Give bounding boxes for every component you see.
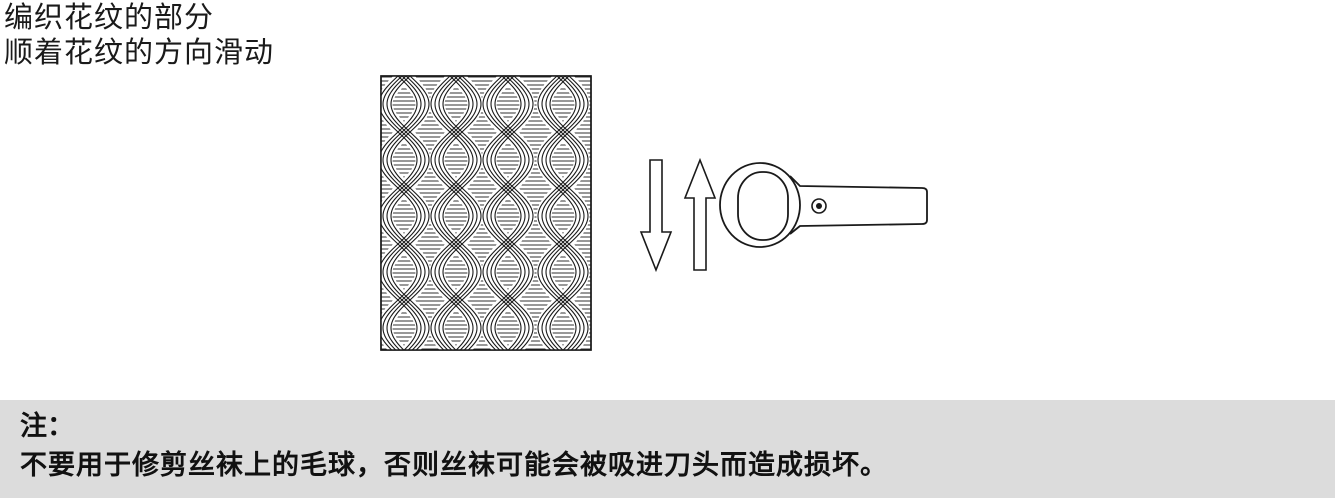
instruction-line-2: 顺着花纹的方向滑动 [4,35,275,69]
note-text: 不要用于修剪丝袜上的毛球，否则丝袜可能会被吸进刀头而造成损坏。 [20,450,888,481]
instruction-line-1: 编织花纹的部分 [4,0,215,34]
illustration [380,75,928,351]
note-title: 注： [20,411,74,442]
knit-pattern-icon [380,75,592,351]
arrow-up-icon [683,157,717,271]
note-box: 注： 不要用于修剪丝袜上的毛球，否则丝袜可能会被吸进刀头而造成损坏。 [0,400,1335,498]
arrow-down-icon [639,159,673,273]
fabric-shaver-icon [719,162,928,248]
instructions: 编织花纹的部分 顺着花纹的方向滑动 [4,0,274,70]
